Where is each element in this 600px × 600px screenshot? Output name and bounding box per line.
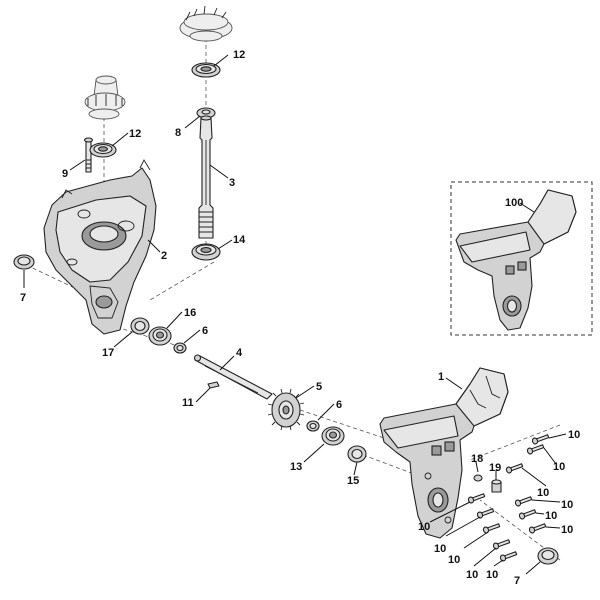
callout-ring-15: 15	[347, 475, 359, 487]
washer-axle-left	[173, 342, 187, 354]
callout-screw-5: 10	[545, 510, 557, 522]
callout-bearing-axle-left: 16	[184, 307, 196, 319]
bearing-upper	[191, 62, 221, 78]
callout-screw-6: 10	[561, 524, 573, 536]
seal-left	[13, 254, 35, 270]
callout-bearing-shaft-lower: 14	[233, 234, 246, 246]
callout-gear-housing-left: 2	[161, 250, 167, 262]
pinion-gear-ghost	[84, 75, 126, 120]
callout-bolt-housing: 9	[62, 168, 68, 180]
plug-18	[473, 474, 483, 482]
callout-washer-axle-left: 6	[202, 325, 208, 337]
callout-screw-10: 10	[466, 569, 478, 581]
gear-housing-right	[379, 367, 509, 539]
callout-screw-11: 10	[486, 569, 498, 581]
seal-right	[537, 547, 559, 565]
callout-bearing-upper: 12	[233, 49, 245, 61]
bolt-housing	[83, 137, 94, 173]
callout-gear-housing-right: 1	[438, 371, 444, 383]
callout-washer-axle-right: 6	[336, 399, 342, 411]
gear-housing-left	[43, 159, 157, 335]
callout-key: 11	[182, 397, 194, 409]
plug-19	[491, 479, 502, 493]
vertical-shaft	[198, 115, 214, 239]
leader-lines	[23, 54, 567, 575]
callout-bearing-axle-right: 13	[290, 461, 302, 473]
ring-15	[347, 445, 367, 463]
axle	[193, 354, 273, 400]
callout-bearing-left: 12	[129, 128, 141, 140]
callout-screw-8: 10	[434, 543, 446, 555]
callout-vertical-shaft: 3	[229, 177, 235, 189]
callout-screw-1: 10	[568, 429, 580, 441]
upper-gear-ghost	[179, 5, 233, 42]
callout-plug-19: 19	[489, 462, 501, 474]
inset-assembly	[450, 181, 593, 336]
callout-washer-shaft: 8	[175, 127, 181, 139]
callout-plug-18: 18	[471, 453, 483, 465]
washer-axle-right	[306, 420, 320, 432]
callout-seal-right: 7	[514, 575, 520, 587]
key	[207, 381, 220, 389]
callout-screw-4: 10	[561, 499, 573, 511]
callout-screw-2: 10	[553, 461, 565, 473]
screws	[467, 434, 550, 562]
callout-axle: 4	[236, 347, 243, 359]
callout-screw-7: 10	[418, 521, 430, 533]
callout-ring-17: 17	[102, 347, 114, 359]
spur-gear	[267, 388, 305, 431]
callout-seal-left: 7	[20, 292, 26, 304]
ring-17	[130, 317, 150, 335]
bearing-axle-right	[321, 426, 345, 446]
callout-screw-9: 10	[448, 554, 460, 566]
callout-spur-gear: 5	[316, 381, 322, 393]
callout-inset-assembly: 100	[505, 197, 523, 209]
callouts: 12 12 8 9 3 2 14 100 7 16 6 17 4 1 5 11 …	[20, 49, 580, 587]
bearing-shaft-lower	[191, 243, 221, 261]
callout-screw-3: 10	[537, 487, 549, 499]
bearing-left	[89, 142, 117, 158]
bearing-axle-left	[148, 326, 172, 346]
